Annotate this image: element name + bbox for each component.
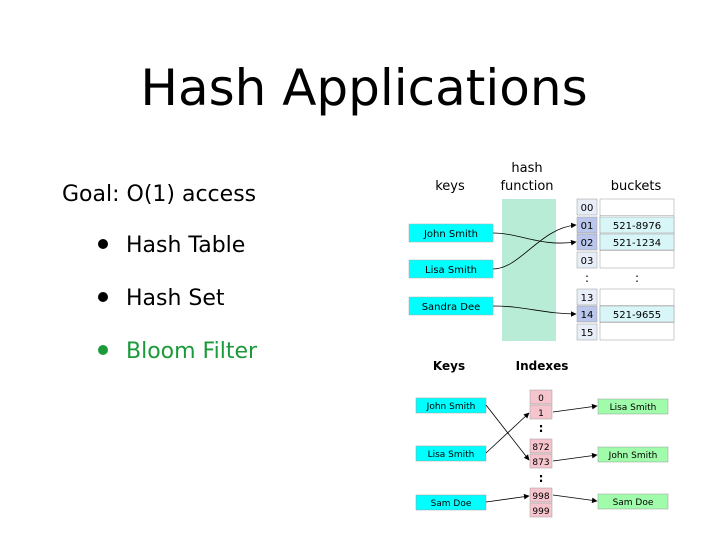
bullet-dot-icon: [98, 239, 108, 249]
index-box: [529, 404, 553, 420]
bucket-index: 01: [581, 221, 594, 232]
key-box: [415, 494, 487, 511]
bullet-hash-table: Hash Table: [98, 231, 245, 261]
bucket-value-box: [599, 216, 675, 234]
ellipsis: :: [539, 421, 544, 435]
hash-arrow: [492, 305, 577, 317]
ellipsis: :: [635, 271, 639, 285]
result-box: [597, 446, 669, 463]
index-label: 1: [538, 409, 544, 419]
hash-header-line1: hash: [511, 161, 542, 176]
index-label: 999: [532, 507, 549, 517]
keys-header: Keys: [433, 359, 465, 373]
result-box: [597, 398, 669, 415]
hash-header-line2: function: [500, 179, 553, 194]
hash-arrow: [485, 493, 530, 503]
hash-table-diagram: keys hash function buckets John Smith Li…: [408, 161, 675, 341]
lookup-arrow: [552, 494, 598, 504]
ellipsis: :: [539, 471, 544, 485]
bucket-index-box: [576, 305, 598, 323]
index-label: 873: [532, 458, 549, 468]
index-box: [529, 438, 553, 454]
bucket-index: 15: [581, 328, 594, 339]
bucket-value-box: [599, 305, 675, 323]
indexes-header: Indexes: [516, 359, 569, 373]
bucket-index-box: [576, 216, 598, 234]
hash-arrow: [485, 412, 530, 454]
keys-header: keys: [435, 179, 465, 194]
bucket-index-box: [576, 288, 598, 306]
bucket-index-box: [576, 251, 598, 269]
hash-arrow: [492, 222, 577, 270]
result-label: John Smith: [608, 451, 658, 461]
lookup-arrow: [552, 452, 598, 462]
key-label: Lisa Smith: [425, 265, 477, 276]
bucket-index-box: [576, 233, 598, 251]
bullet-label: Bloom Filter: [126, 339, 258, 364]
index-label: 0: [538, 394, 544, 404]
index-label: 998: [532, 492, 549, 502]
bucket-index: 03: [581, 256, 594, 267]
key-label: John Smith: [426, 402, 476, 412]
bullet-dot-icon: [98, 345, 108, 355]
bullet-hash-set: Hash Set: [98, 284, 225, 314]
hash-arrow: [492, 232, 577, 246]
key-label: Sam Doe: [431, 499, 472, 509]
result-label: Sam Doe: [613, 498, 654, 508]
key-label: John Smith: [423, 229, 478, 240]
bucket-value: 521-8976: [613, 221, 661, 232]
bucket-index-box: [576, 323, 598, 341]
index-label: 872: [532, 443, 549, 453]
bucket-value: 521-9655: [613, 310, 661, 321]
index-box: [529, 453, 553, 469]
key-label: Sandra Dee: [422, 302, 481, 313]
key-label: Lisa Smith: [428, 450, 475, 460]
index-box: [529, 502, 553, 518]
bucket-index: 14: [581, 310, 594, 321]
goal-line: Goal: O(1) access: [62, 182, 257, 207]
ellipsis: :: [585, 271, 589, 285]
hash-function-band: [502, 199, 556, 341]
result-box: [597, 493, 669, 510]
bucket-index: 00: [581, 203, 594, 214]
bucket-value-box: [599, 233, 675, 251]
bucket-column-upper: [599, 198, 675, 269]
index-box: [529, 487, 553, 503]
bucket-index: 13: [581, 293, 594, 304]
bucket-index: 02: [581, 238, 594, 249]
hash-set-diagram: Keys Indexes John Smith Lisa Smith Sam D…: [415, 359, 669, 518]
lookup-arrow: [552, 403, 598, 413]
bullet-dot-icon: [98, 292, 108, 302]
bullet-label: Hash Table: [126, 233, 246, 258]
bucket-index-box: [576, 198, 598, 216]
slide-title: Hash Applications: [140, 59, 588, 117]
key-box: [415, 445, 487, 462]
index-box: [529, 389, 553, 405]
result-label: Lisa Smith: [610, 403, 657, 413]
bullet-label: Hash Set: [126, 286, 225, 311]
bucket-value: 521-1234: [613, 238, 661, 249]
bullet-bloom-filter: Bloom Filter: [98, 337, 257, 367]
buckets-header: buckets: [611, 179, 662, 194]
